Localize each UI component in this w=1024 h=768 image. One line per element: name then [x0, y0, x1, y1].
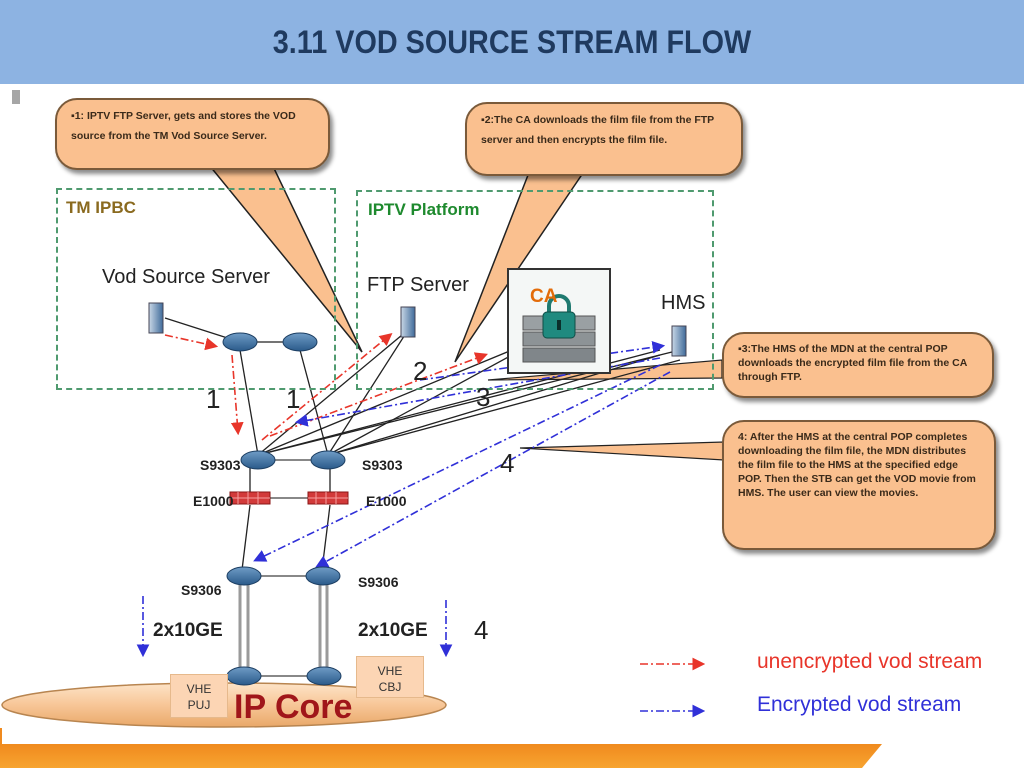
zone-iptv-platform-label: IPTV Platform [368, 200, 480, 219]
callout-step-4: 4: After the HMS at the central POP comp… [722, 420, 996, 550]
step-number-2: 2 [413, 356, 428, 386]
s9306-right-label: S9306 [358, 574, 399, 590]
s9303-left-label: S9303 [200, 457, 241, 473]
ca-label: CA [530, 286, 558, 307]
e1000-left-label: E1000 [193, 493, 234, 509]
ca-lock-server-icon [522, 294, 596, 363]
step-number-4a: 4 [500, 448, 515, 478]
slide-title: 3.11 VOD SOURCE STREAM FLOW [272, 24, 752, 60]
s9303-right-label: S9303 [362, 457, 403, 473]
zone-tm-ipbc [56, 188, 336, 390]
bullet-marker [12, 90, 20, 104]
link-left-label: 2x10GE [153, 620, 223, 641]
router-icon-s9303-right [310, 450, 346, 470]
callout-step-2: ▪2:The CA downloads the film file from t… [465, 102, 743, 176]
router-icon-core-right [306, 666, 342, 686]
router-icon-s9306-right [305, 566, 341, 586]
hms-label: HMS [661, 292, 706, 314]
firewall-icon-e1000-left [229, 491, 271, 505]
slide-header [0, 0, 1024, 84]
footer-left-edge [0, 728, 2, 744]
vhe-puj-badge: VHE PUJ [170, 674, 228, 718]
encrypted-streams [136, 340, 671, 658]
vod-source-server-icon [148, 302, 164, 334]
step-number-4b: 4 [474, 615, 489, 645]
vod-source-server-label: Vod Source Server [102, 266, 270, 288]
router-icon-s9306-left [226, 566, 262, 586]
firewall-icon-e1000-right [307, 491, 349, 505]
callout-4-tail [519, 441, 725, 461]
router-icon-s9303-left [240, 450, 276, 470]
vhe-cbj-badge: VHE CBJ [356, 656, 424, 698]
router-icon-tm-2 [282, 332, 318, 352]
ca-server-box [507, 268, 611, 374]
callout-step-3: ▪3:The HMS of the MDN at the central POP… [722, 332, 994, 398]
e1000-right-label: E1000 [366, 493, 407, 509]
hms-server-icon [671, 325, 687, 357]
link-right-label: 2x10GE [358, 620, 428, 641]
ftp-server-icon [400, 306, 416, 338]
router-icon-core-left [226, 666, 262, 686]
legend-encrypted-label: Encrypted vod stream [757, 693, 962, 716]
zone-tm-ipbc-label: TM IPBC [66, 198, 136, 217]
legend-unencrypted-label: unencrypted vod stream [757, 650, 983, 673]
ip-core-label: IP Core [234, 688, 353, 726]
router-icon-tm-1 [222, 332, 258, 352]
trunk-links [238, 582, 329, 668]
step-number-1a: 1 [206, 384, 221, 414]
zone-iptv-platform [356, 190, 714, 390]
footer-bar [0, 744, 882, 768]
step-number-1b: 1 [286, 384, 301, 414]
callout-step-1: ▪1: IPTV FTP Server, gets and stores the… [55, 98, 330, 170]
ftp-server-label: FTP Server [367, 274, 469, 296]
step-number-3: 3 [476, 382, 491, 412]
s9306-left-label: S9306 [181, 582, 222, 598]
